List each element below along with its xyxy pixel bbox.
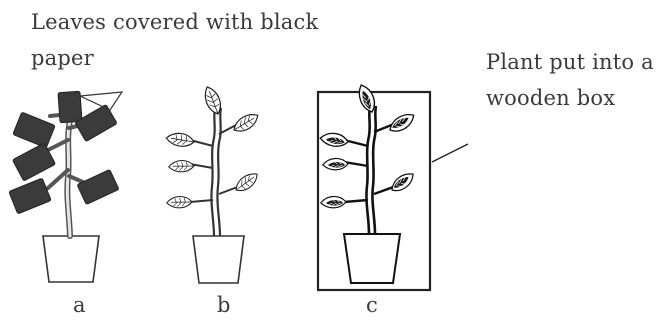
black-paper-middle-left (12, 143, 56, 181)
wooden-box-label-line1: Plant put into a (486, 50, 654, 74)
black-paper-upper-left (12, 112, 56, 148)
wooden-box-label-line2: wooden box (486, 86, 616, 110)
black-paper-covers (8, 90, 119, 214)
leaf-b-lower-left (165, 193, 194, 211)
plant-label-a: a (73, 293, 86, 317)
leaf-b-upper-right (230, 111, 262, 135)
plant-b (164, 84, 262, 284)
pot-c (342, 233, 402, 284)
plant-label-b: b (217, 293, 231, 317)
plant-label-c: c (366, 293, 378, 317)
pot-a (42, 235, 100, 283)
plant-c (316, 82, 469, 292)
black-paper-label-line1: Leaves covered with black (31, 10, 319, 34)
pointer-line-a (77, 91, 124, 111)
stem-c (365, 105, 372, 235)
leaf-b-top (203, 84, 223, 117)
pointer-line-c (431, 143, 469, 163)
plant-a (8, 90, 124, 283)
stem-b (210, 107, 217, 237)
black-paper-top (57, 90, 83, 124)
black-paper-upper-right (75, 104, 117, 142)
black-paper-lower-right (77, 169, 119, 205)
leaf-b-lower-right (231, 170, 262, 194)
black-paper-label-line2: paper (31, 46, 94, 70)
pot-b (192, 235, 245, 284)
black-paper-lower-left (8, 178, 52, 214)
leaf-b-middle-left (167, 157, 196, 175)
leaf-b-upper-left (164, 128, 196, 152)
